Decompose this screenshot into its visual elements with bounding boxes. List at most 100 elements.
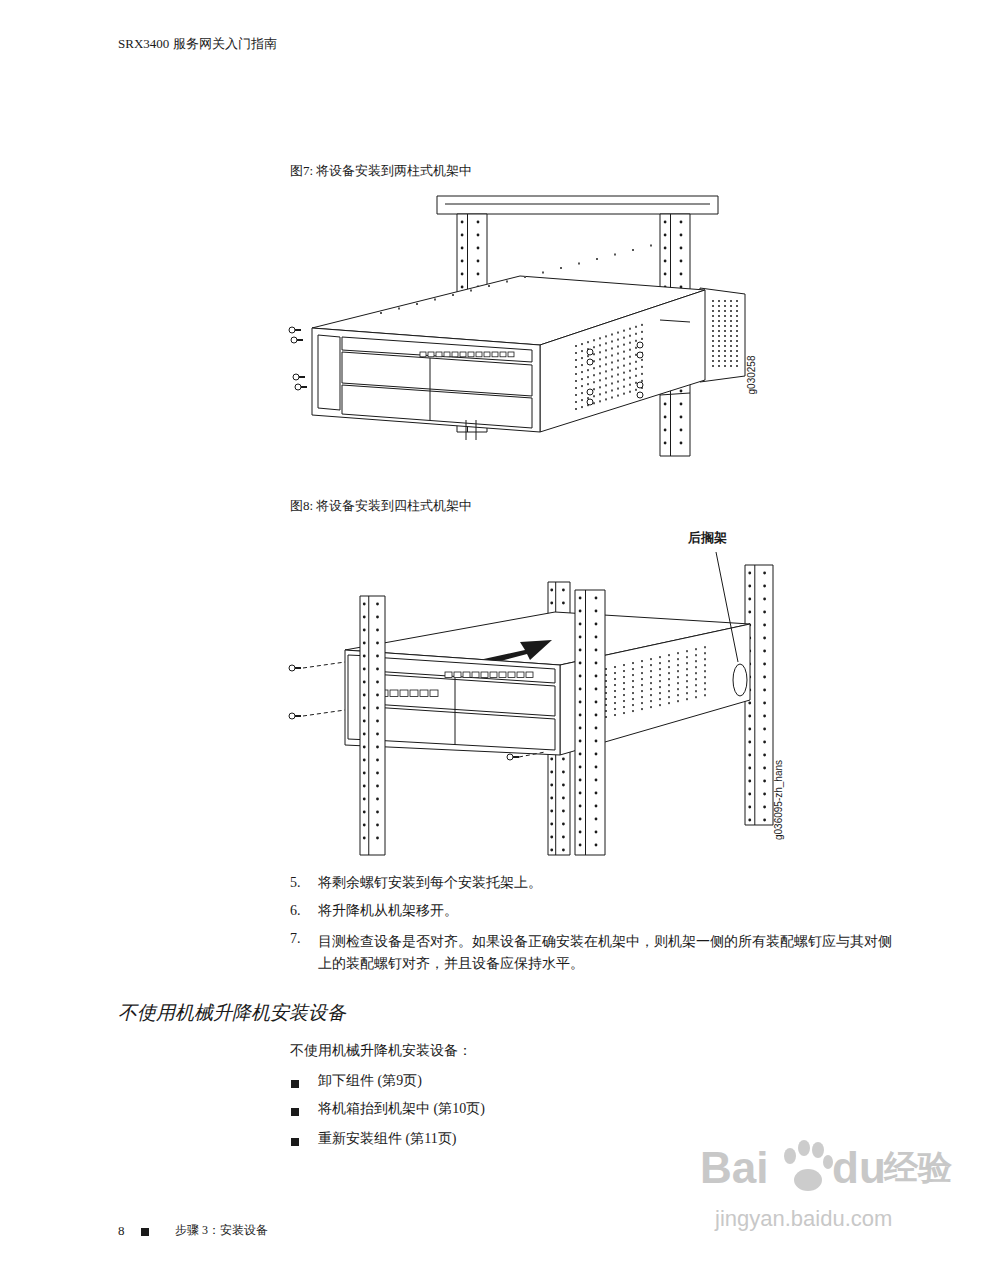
port — [490, 672, 497, 678]
vent-hole — [712, 345, 714, 347]
vent-hole — [686, 698, 688, 700]
vent-hole — [724, 335, 726, 337]
rack-hole — [376, 681, 379, 684]
port — [508, 672, 515, 678]
vent-hole — [712, 355, 714, 357]
port — [436, 352, 442, 357]
vent-hole — [712, 320, 714, 322]
screw-path — [303, 710, 345, 716]
vent-hole — [736, 340, 738, 342]
vent-hole — [632, 698, 634, 700]
vent-hole — [730, 330, 732, 332]
vent-hole — [635, 389, 637, 391]
vent-hole — [718, 300, 720, 302]
rack-hole — [579, 831, 582, 834]
screw-shaft — [301, 386, 307, 388]
vent-hole — [641, 366, 643, 368]
vent-hole — [718, 320, 720, 322]
rack-hole — [376, 668, 379, 671]
rack-hole — [363, 707, 366, 710]
screw — [587, 359, 593, 365]
vent-hole — [623, 344, 625, 346]
vent-hole — [686, 650, 688, 652]
vent-hole — [632, 680, 634, 682]
vent-hole — [599, 379, 601, 381]
vent-hole — [629, 391, 631, 393]
rack-hole — [595, 649, 598, 652]
vent-hole — [724, 310, 726, 312]
vent-hole — [617, 367, 619, 369]
vent-hole — [695, 678, 697, 680]
vent-hole — [599, 358, 601, 360]
rack-hole — [763, 754, 766, 757]
vent-hole — [617, 381, 619, 383]
rack-hole — [748, 793, 751, 796]
rack-hole — [550, 810, 553, 813]
vent-hole — [434, 299, 436, 301]
rack-hole — [376, 694, 379, 697]
vent-hole — [650, 706, 652, 708]
vent-hole — [650, 676, 652, 678]
vent-hole — [605, 335, 607, 337]
bullet-square — [291, 1108, 299, 1116]
vent-hole — [623, 379, 625, 381]
vent-hole — [581, 343, 583, 345]
vent-hole — [623, 694, 625, 696]
vent-hole — [605, 384, 607, 386]
rack-hole — [595, 818, 598, 821]
vent-hole — [718, 360, 720, 362]
rack-hole — [763, 767, 766, 770]
vent-hole — [623, 358, 625, 360]
rack-hole — [550, 771, 553, 774]
rack-hole — [461, 286, 464, 289]
vent-hole — [614, 678, 616, 680]
step-text: 将剩余螺钉安装到每个安装托架上。 — [318, 875, 542, 892]
vent-hole — [635, 361, 637, 363]
rack-hole — [664, 247, 667, 250]
vent-hole — [650, 670, 652, 672]
vent-hole — [593, 395, 595, 397]
vent-hole — [736, 325, 738, 327]
rack-hole — [363, 655, 366, 658]
vent-hole — [470, 290, 472, 292]
rack-hole — [376, 616, 379, 619]
port — [390, 690, 398, 696]
screw — [637, 352, 643, 358]
floor-break — [476, 420, 477, 440]
vent-hole — [695, 696, 697, 698]
vent-hole — [614, 690, 616, 692]
vent-hole — [704, 682, 706, 684]
rack-hole — [579, 610, 582, 613]
vent-hole — [629, 377, 631, 379]
vent-hole — [614, 672, 616, 674]
vent-hole — [736, 335, 738, 337]
rack-hole — [477, 234, 480, 237]
vent-hole — [623, 372, 625, 374]
vent-hole — [730, 320, 732, 322]
vent-hole — [659, 680, 661, 682]
paw-toe — [823, 1155, 833, 1169]
vent-hole — [593, 388, 595, 390]
vent-hole — [587, 341, 589, 343]
rack-hole — [562, 589, 565, 592]
vent-hole — [650, 245, 652, 247]
rack-hole — [477, 273, 480, 276]
rack-post-edge — [754, 565, 755, 825]
rack-hole — [595, 740, 598, 743]
rack-hole — [562, 823, 565, 826]
vent-hole — [704, 652, 706, 654]
vent-hole — [695, 648, 697, 650]
vent-hole — [611, 354, 613, 356]
vent-hole — [605, 342, 607, 344]
rack-hole — [595, 714, 598, 717]
chassis-side — [540, 290, 705, 432]
vent-hole — [629, 363, 631, 365]
vent-hole — [581, 378, 583, 380]
port — [508, 352, 514, 357]
vent-hole — [611, 333, 613, 335]
vent-hole — [712, 340, 714, 342]
vent-hole — [718, 325, 720, 327]
watermark: 经验 — [884, 1148, 952, 1189]
rack-hole — [748, 715, 751, 718]
vent-hole — [611, 340, 613, 342]
